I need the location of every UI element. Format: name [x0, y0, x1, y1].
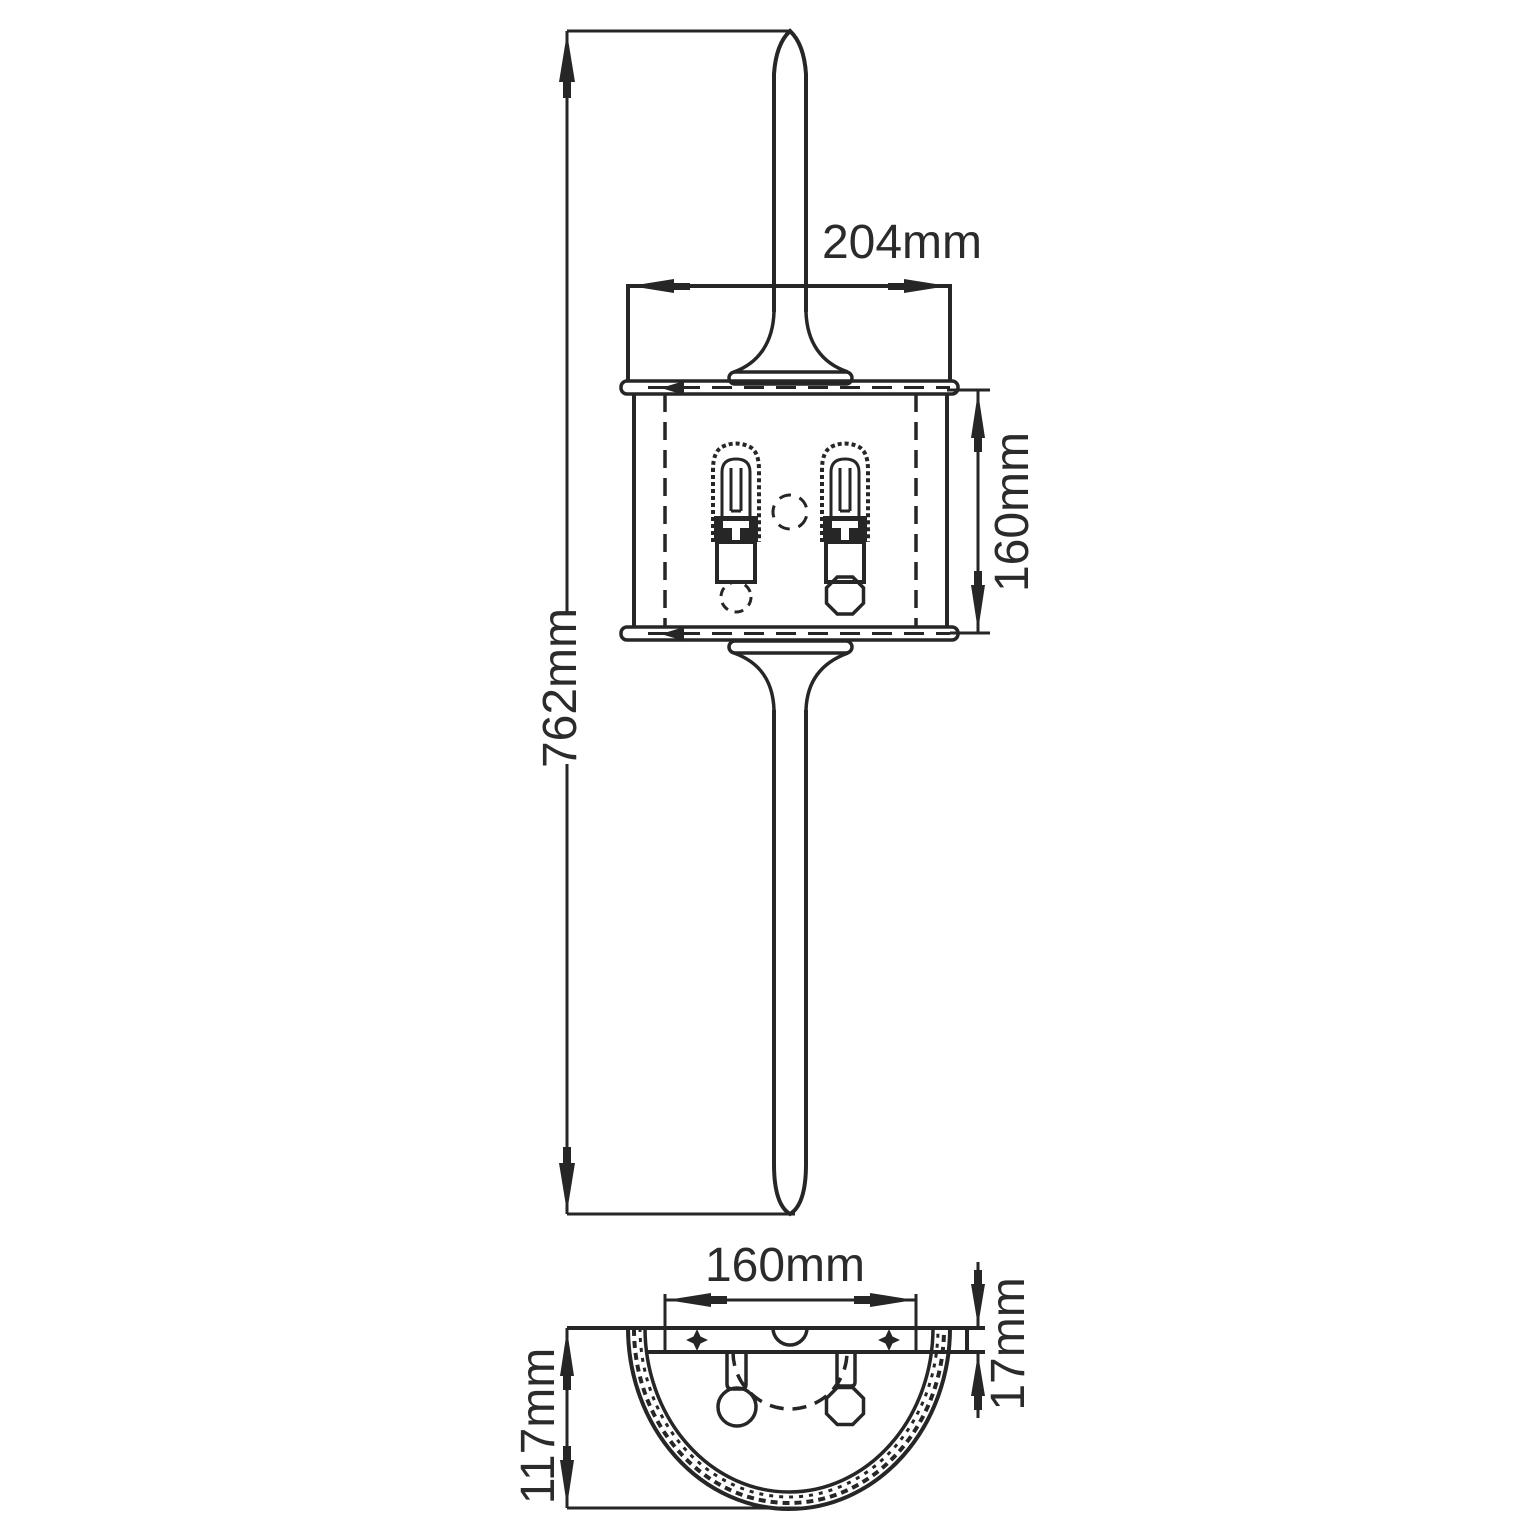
bulb-left — [711, 441, 761, 614]
center-hole-hidden — [771, 493, 809, 531]
bottom-finial — [727, 639, 854, 1217]
holder-knob — [716, 1386, 758, 1428]
label-projection: 117mm — [512, 1347, 565, 1505]
dim-plate-thickness — [971, 1262, 985, 1418]
arrow-up-icon — [560, 1330, 574, 1376]
screw-right-icon — [878, 1329, 900, 1351]
rim-crackle-texture-2 — [638, 1327, 940, 1499]
arrow-down-icon — [559, 1163, 575, 1212]
shade-drum — [632, 394, 949, 627]
shade-top-band — [619, 379, 960, 396]
dim-overall-height — [559, 29, 795, 1216]
dim-shade-width — [630, 279, 948, 293]
front-view — [559, 28, 990, 1217]
glass-rim — [626, 1327, 952, 1511]
center-boss — [771, 1327, 809, 1347]
tail-cap — [727, 639, 854, 655]
arrow-up-icon — [971, 1354, 985, 1396]
arrow-down-icon — [971, 585, 985, 631]
shade-bottom-band — [619, 625, 960, 642]
rim-crackle-texture-1 — [632, 1328, 946, 1505]
arrow-up-icon — [971, 392, 985, 438]
shade-upper-section — [626, 284, 952, 381]
bulb-right — [820, 441, 870, 616]
arrow-left-icon — [630, 279, 690, 293]
arrow-down-icon — [560, 1460, 574, 1506]
dim-shade-height — [947, 388, 990, 635]
finial-flare-right — [804, 311, 849, 374]
bottom-view — [560, 1262, 985, 1511]
label-overall-height: 762mm — [534, 607, 587, 769]
top-band-plate — [619, 379, 960, 396]
top-band-arrowhead — [661, 381, 684, 395]
top-finial — [727, 28, 854, 386]
finial-rod — [772, 28, 808, 312]
tail-flare-left — [733, 651, 776, 711]
finial-flare-left — [733, 311, 776, 374]
arrow-down-icon — [971, 1284, 985, 1326]
label-fitting-width: 160mm — [704, 1239, 866, 1292]
arrow-left-icon — [667, 1293, 711, 1307]
bulb-left-body — [711, 441, 761, 584]
label-shade-width: 204mm — [821, 216, 983, 269]
finial-foot — [727, 370, 854, 386]
upper-box-outline — [626, 284, 952, 381]
lamp-holder-left — [716, 1352, 758, 1428]
bottom-band-arrowhead — [661, 627, 684, 641]
lamp-holder-right — [824, 1352, 866, 1427]
dim-projection — [560, 1328, 800, 1510]
label-plate-thickness: 17mm — [982, 1277, 1035, 1411]
arrow-right-icon — [888, 279, 948, 293]
bulb-left-pin-bump — [719, 580, 753, 614]
tail-flare-right — [804, 651, 849, 711]
tail-point — [772, 1163, 808, 1217]
arrow-right-icon — [870, 1293, 914, 1307]
holder-knob — [824, 1385, 866, 1427]
dim-fitting-width — [663, 1293, 918, 1353]
rim-inner-arc — [643, 1327, 935, 1494]
bulb-right-pin-bump — [824, 575, 866, 616]
rim-outer-arc — [626, 1327, 952, 1511]
arrow-up-icon — [559, 33, 575, 82]
backplate-hidden-arc — [731, 1351, 849, 1411]
label-shade-height: 160mm — [986, 431, 1039, 593]
screw-left-icon — [686, 1329, 708, 1351]
bulb-right-body — [820, 441, 870, 584]
